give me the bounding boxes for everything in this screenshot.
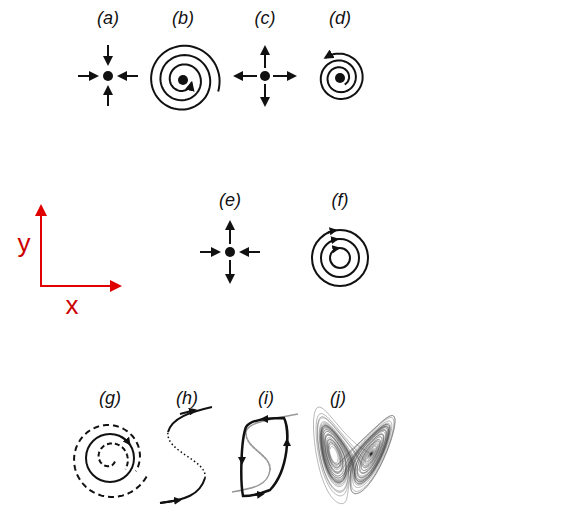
orbit-arrow [121,437,129,444]
panel-label: (j) [330,388,346,409]
axes [40,206,120,286]
trajectory [74,425,146,497]
trajectory [99,443,128,469]
center-orbits [312,230,368,286]
trajectory [330,248,350,268]
limit-cycle-orbit [86,434,134,482]
limit-cycle [74,425,146,497]
trajectory [312,230,368,286]
axis-label: y [18,228,31,259]
panel-label: (b) [172,8,194,29]
panel-label: (a) [97,8,119,29]
panel-label: (d) [329,8,351,29]
relaxation-loop [232,414,298,496]
panel-label: (c) [255,8,276,29]
saddle-point [200,222,260,282]
stable-spiral [151,46,220,110]
panel-label: (f) [332,190,349,211]
panel-label: (h) [176,388,198,409]
orbit-arrow [327,230,335,233]
panel-label: (g) [99,388,121,409]
unstable-spiral [321,54,363,99]
trajectory [321,239,359,277]
panel-label: (e) [219,190,241,211]
stable-node [78,45,138,106]
orbit-arrow [336,248,339,249]
strange-attractor [314,407,396,504]
axis-label: x [66,290,79,321]
unstable-node [235,47,295,105]
s-curve [160,407,212,503]
orbit-arrow [331,239,337,241]
panel-label: (i) [258,388,274,409]
